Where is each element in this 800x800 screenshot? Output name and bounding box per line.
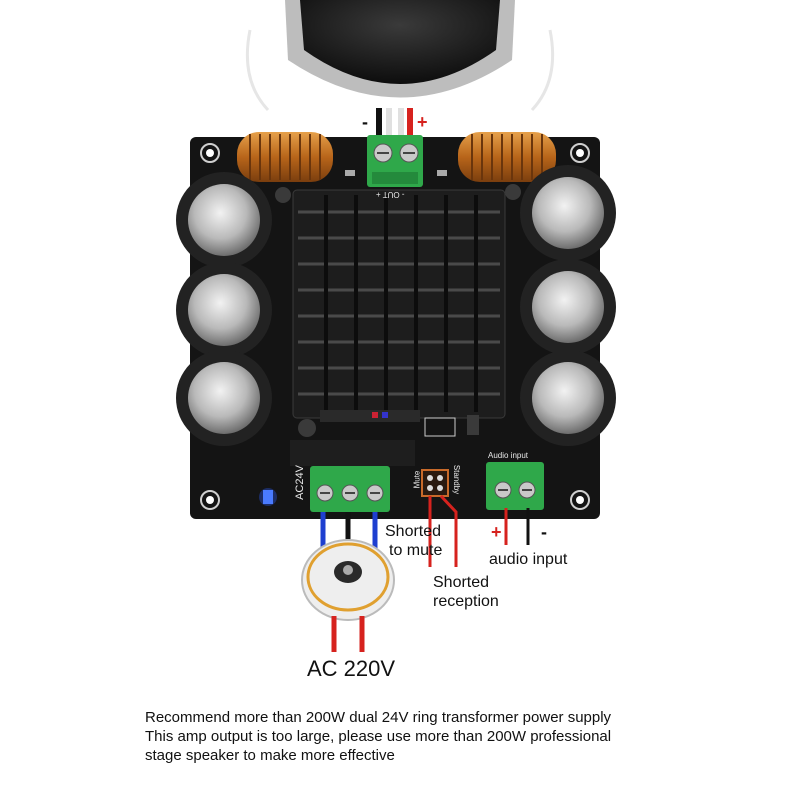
mute-silk-label: Mute bbox=[412, 470, 422, 489]
capacitor-left-1 bbox=[176, 172, 272, 268]
heatsink bbox=[292, 189, 506, 419]
ac24v-silk-label: AC24V bbox=[293, 465, 306, 500]
caption-line-1: Recommend more than 200W dual 24V ring t… bbox=[145, 709, 612, 726]
toroid-transformer bbox=[301, 539, 395, 621]
speaker-plus-label: + bbox=[417, 112, 428, 132]
speaker-minus-label: - bbox=[362, 112, 368, 132]
capacitor-right-2 bbox=[520, 259, 616, 355]
caption-line-3: stage speaker to make more effective bbox=[145, 747, 395, 764]
ac-wires bbox=[331, 616, 365, 652]
speaker bbox=[245, 0, 555, 112]
mute-standby-header bbox=[421, 469, 449, 497]
capacitor-right-3 bbox=[520, 350, 616, 446]
shorted-reception-label-line2: reception bbox=[433, 593, 499, 610]
audio-input-label: audio input bbox=[489, 551, 568, 568]
audio-input-silk-label: Audio input bbox=[488, 451, 529, 460]
caption-line-2: This amp output is too large, please use… bbox=[145, 728, 612, 745]
capacitor-right-1 bbox=[520, 165, 616, 261]
standby-silk-label: Standby bbox=[452, 464, 462, 495]
pointer-lines bbox=[428, 494, 530, 567]
mounting-holes bbox=[200, 143, 590, 510]
output-terminal bbox=[367, 135, 423, 187]
speaker-wires bbox=[376, 108, 413, 140]
ac220v-label: AC 220V bbox=[307, 656, 396, 681]
inductor-right bbox=[458, 132, 556, 182]
small-components bbox=[275, 170, 521, 437]
capacitor-left-3 bbox=[176, 350, 272, 446]
shorted-to-mute-label-line2: to mute bbox=[389, 542, 443, 559]
inductor-left bbox=[237, 132, 333, 182]
audio-input-terminal bbox=[486, 462, 544, 510]
caption-block: Recommend more than 200W dual 24V ring t… bbox=[145, 708, 705, 765]
shorted-to-mute-label-line1: Shorted bbox=[385, 523, 442, 540]
out-silk-label: - OUT + bbox=[376, 190, 405, 199]
audio-minus-label: - bbox=[541, 522, 547, 542]
audio-plus-label: + bbox=[491, 522, 502, 542]
power-terminal bbox=[290, 440, 415, 512]
capacitor-left-2 bbox=[176, 262, 272, 358]
shorted-reception-label-line1: Shorted bbox=[433, 574, 490, 591]
power-led bbox=[259, 488, 277, 506]
